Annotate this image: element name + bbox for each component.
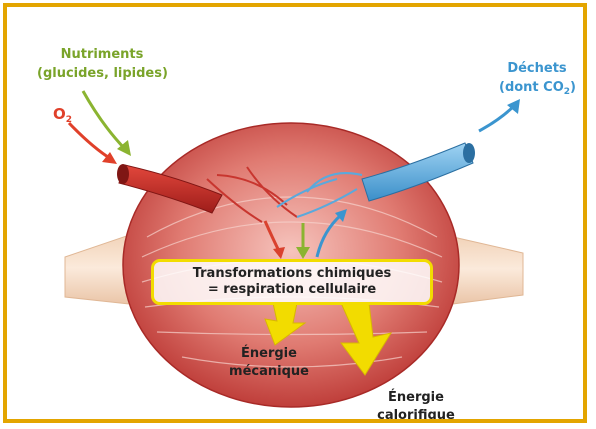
nutrients-arrow	[83, 91, 125, 149]
mechanical-energy-line2: mécanique	[225, 363, 313, 381]
heat-energy-line2: calorifique	[371, 407, 461, 423]
heat-energy-line1: Énergie	[371, 389, 461, 407]
transformation-box: Transformations chimiques = respiration …	[151, 259, 433, 305]
o2-label-base: O	[53, 105, 66, 123]
vein-opening	[463, 143, 475, 163]
o2-label-sub: 2	[66, 115, 72, 125]
mechanical-energy-line1: Énergie	[225, 345, 313, 363]
waste-label-prefix: (dont CO	[499, 80, 564, 95]
waste-label-suffix: )	[570, 80, 576, 95]
heat-energy-label: Énergie calorifique	[371, 389, 461, 423]
mechanical-energy-label: Énergie mécanique	[225, 345, 313, 381]
waste-label-line1: Déchets	[499, 59, 575, 78]
nutrients-label: Nutriments (glucides, lipides)	[37, 45, 167, 83]
nutrients-label-line2: (glucides, lipides)	[37, 64, 167, 83]
waste-label: Déchets (dont CO2)	[499, 59, 575, 102]
artery-opening	[117, 164, 129, 184]
o2-label: O2	[53, 105, 72, 125]
diagram-frame: Nutriments (glucides, lipides) O2 Déchet…	[3, 3, 587, 423]
transformation-line1: Transformations chimiques	[193, 266, 392, 282]
waste-arrow	[479, 105, 515, 131]
transformation-line2: = respiration cellulaire	[208, 282, 376, 298]
nutrients-label-line1: Nutriments	[37, 45, 167, 64]
waste-label-line2: (dont CO2)	[499, 78, 575, 102]
o2-arrow	[69, 123, 111, 159]
